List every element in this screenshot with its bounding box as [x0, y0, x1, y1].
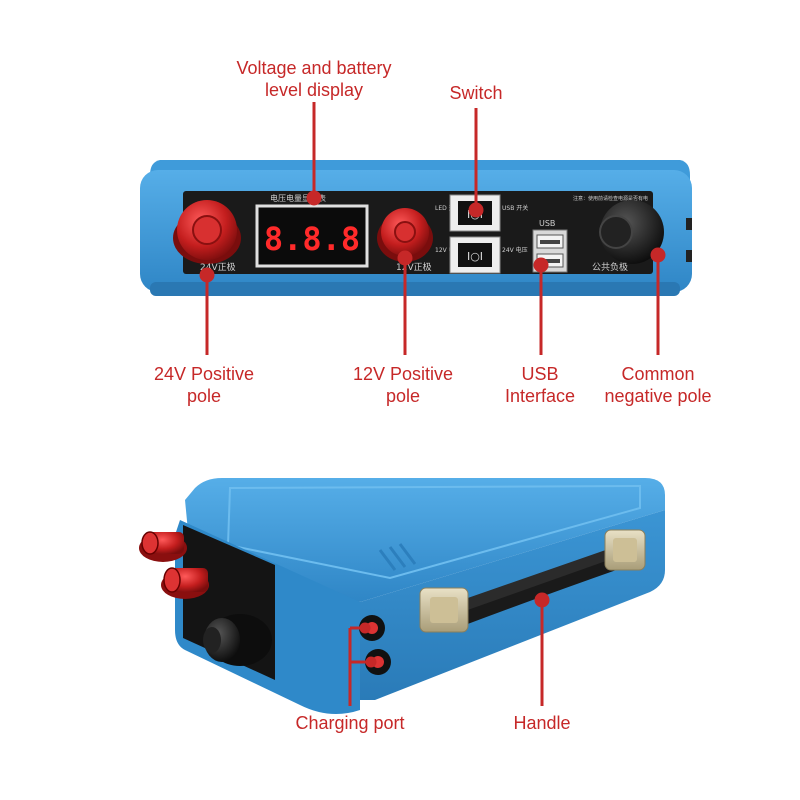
switch-bottom-right-label: 24V 电压 — [502, 246, 528, 254]
label-common-neg-line1: Common — [621, 364, 695, 384]
label-common-neg-line2: negative pole — [604, 386, 712, 406]
front-view-device: 24V正极 电压电量显示表 8.8.8 12V正极 LED 开关 I○I USB… — [140, 160, 692, 296]
label-voltage-display: Voltage and battery level display — [214, 57, 414, 101]
label-common-negative: Common negative pole — [588, 363, 728, 407]
side-terminal-24v — [139, 531, 187, 562]
usb-caption: USB — [539, 219, 555, 228]
label-usb-line1: USB — [521, 364, 559, 384]
handle[interactable] — [419, 529, 646, 633]
display-readout: 8.8.8 — [264, 220, 360, 258]
switch-top-right-label: USB 开关 — [502, 204, 528, 212]
label-24v-line2: pole — [186, 386, 222, 406]
display-caption: 电压电量显示表 — [270, 193, 326, 203]
terminal-12v-knob — [377, 208, 433, 262]
voltage-display — [255, 204, 369, 268]
panel-label-common-negative: 公共负极 — [592, 261, 628, 273]
side-terminal-negative — [203, 614, 272, 666]
label-12v-line2: pole — [385, 386, 421, 406]
notice-text: 注意：使用前请检查电源是否有电 — [573, 195, 648, 202]
label-voltage-display-line2: level display — [264, 80, 364, 100]
terminal-24v-knob — [173, 200, 241, 264]
label-handle: Handle — [492, 712, 592, 734]
label-handle-text: Handle — [513, 713, 571, 733]
side-view-device — [139, 478, 665, 714]
label-usb-line2: Interface — [504, 386, 576, 406]
label-charging-port: Charging port — [270, 712, 430, 734]
label-usb-interface: USB Interface — [488, 363, 592, 407]
label-24v-positive: 24V Positive pole — [134, 363, 274, 407]
side-terminal-12v — [161, 567, 209, 599]
switch-top-left-label: LED 开关 — [435, 204, 461, 212]
callouts — [199, 102, 666, 706]
label-voltage-display-line1: Voltage and battery — [236, 58, 392, 78]
label-switch: Switch — [426, 82, 526, 104]
label-switch-text: Switch — [449, 83, 503, 103]
switch-bottom-left-label: 12V 电压 — [435, 246, 461, 254]
switch-voltage[interactable] — [458, 243, 492, 267]
label-charging-port-text: Charging port — [295, 713, 405, 733]
usb-ports[interactable] — [532, 229, 568, 273]
label-24v-line1: 24V Positive — [153, 364, 255, 384]
switch-icon-2: I○I — [467, 250, 483, 263]
label-12v-line1: 12V Positive — [352, 364, 454, 384]
label-12v-positive: 12V Positive pole — [333, 363, 473, 407]
terminal-common-negative-knob — [599, 200, 664, 264]
